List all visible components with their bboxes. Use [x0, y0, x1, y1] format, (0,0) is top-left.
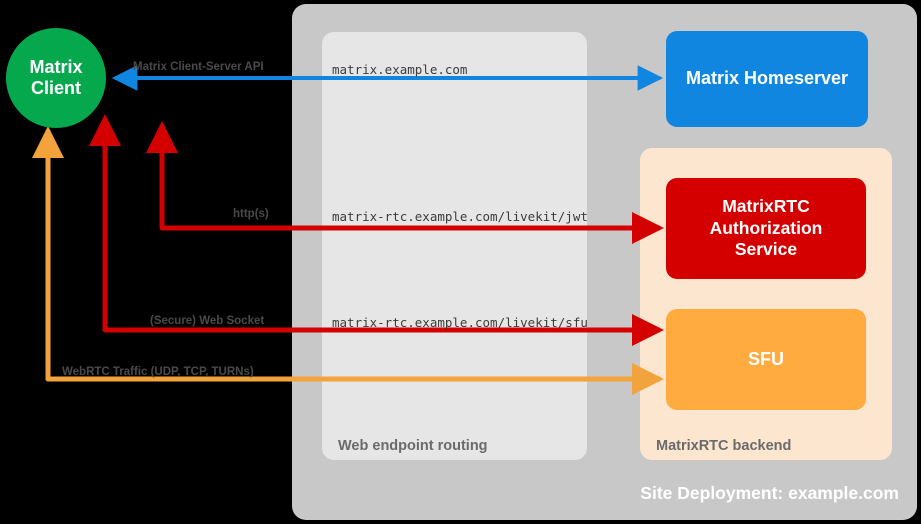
edge-endpoint-livekit-jwt: matrix-rtc.example.com/livekit/jwt	[332, 209, 588, 224]
edge-endpoint-matrix-example-com: matrix.example.com	[332, 62, 468, 77]
node-auth-line2: Authorization	[709, 217, 823, 238]
node-sfu-label: SFU	[748, 348, 784, 369]
edge-label-secure-web-socket: (Secure) Web Socket	[150, 315, 265, 327]
edge-label-webrtc-traffic: WebRTC Traffic (UDP, TCP, TURNs)	[62, 366, 254, 378]
edge-label-client-server-api: Matrix Client-Server API	[133, 61, 264, 73]
node-auth-line3: Service	[734, 239, 798, 260]
edge-endpoint-livekit-sfu: matrix-rtc.example.com/livekit/sfu	[332, 315, 588, 330]
node-matrix-homeserver[interactable]: Matrix Homeserver	[666, 31, 868, 127]
edge-label-http-s: http(s)	[233, 208, 269, 220]
node-matrixrtc-authorization-service[interactable]: MatrixRTC Authorization Service	[666, 178, 866, 279]
node-matrix-client-line1: Matrix	[29, 57, 83, 78]
node-matrix-client[interactable]: Matrix Client	[6, 28, 106, 128]
site-deployment-label: Site Deployment: example.com	[640, 483, 899, 503]
web-endpoint-routing-label: Web endpoint routing	[338, 438, 488, 454]
web-endpoint-routing-panel	[322, 32, 587, 460]
node-auth-line1: MatrixRTC	[722, 196, 810, 217]
node-matrix-homeserver-label: Matrix Homeserver	[685, 68, 849, 89]
node-matrix-client-line2: Client	[30, 78, 81, 98]
node-sfu[interactable]: SFU	[666, 309, 866, 410]
matrixrtc-backend-label: MatrixRTC backend	[656, 438, 792, 454]
